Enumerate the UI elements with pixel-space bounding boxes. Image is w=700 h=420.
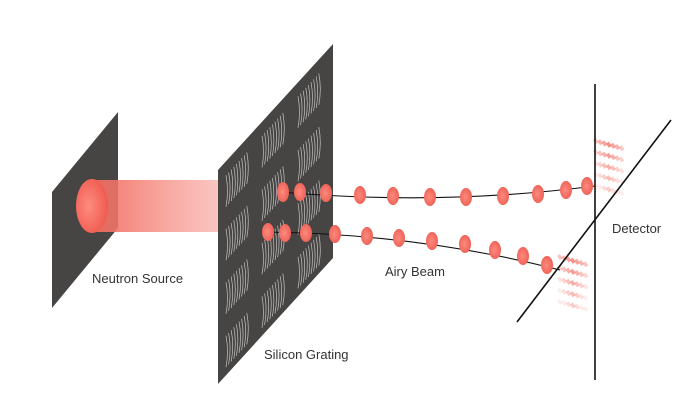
detector — [516, 84, 672, 380]
grating-pattern-cell — [225, 152, 249, 207]
beam-spot — [354, 186, 366, 204]
grating-pattern-cell — [225, 205, 249, 261]
beam-spot — [361, 227, 373, 245]
beam-spot — [459, 235, 471, 253]
grating-pattern-cell — [297, 233, 321, 289]
airy-beam-spots — [262, 177, 593, 274]
grating-pattern-cell — [261, 219, 285, 275]
beam-spot — [279, 224, 291, 242]
beam-spot — [320, 184, 332, 202]
neutron-source-spot — [76, 179, 108, 233]
beam-spot — [517, 247, 529, 265]
beam-spot — [329, 225, 341, 243]
detector-pattern-top — [593, 137, 625, 197]
beam-spot — [532, 185, 544, 203]
beam-spot — [277, 182, 289, 202]
grating-pattern-cell — [297, 180, 321, 235]
beam-spot — [426, 232, 438, 250]
neutron-beam — [92, 180, 232, 232]
silicon-grating-label: Silicon Grating — [264, 347, 349, 362]
beam-spot — [497, 187, 509, 205]
beam-spot — [489, 241, 501, 259]
beam-spot — [387, 187, 399, 205]
grating-pattern-cell — [297, 73, 321, 128]
neutron-source-label: Neutron Source — [92, 271, 183, 286]
beam-spot — [424, 188, 436, 206]
grating-pattern-cell — [297, 126, 321, 182]
beam-spot — [541, 256, 553, 274]
grating-pattern-cell — [261, 112, 285, 168]
beam-spot — [460, 188, 472, 206]
beam-spot — [560, 181, 572, 199]
silicon-grating-panel — [218, 44, 333, 384]
detector-pattern-bottom — [556, 253, 589, 313]
grating-pattern-cell — [225, 312, 249, 368]
beam-spot — [300, 224, 312, 242]
beam-spot — [294, 183, 306, 201]
beam-spot — [262, 223, 274, 241]
airy-beam-label: Airy Beam — [385, 264, 445, 279]
grating-pattern-cell — [261, 273, 285, 328]
grating-pattern-cell — [225, 259, 249, 314]
beam-spot — [393, 229, 405, 247]
beam-spot — [581, 177, 593, 195]
grating-line-patterns — [225, 73, 321, 368]
detector-label: Detector — [612, 221, 662, 236]
detector-diagonal-line — [516, 119, 672, 323]
